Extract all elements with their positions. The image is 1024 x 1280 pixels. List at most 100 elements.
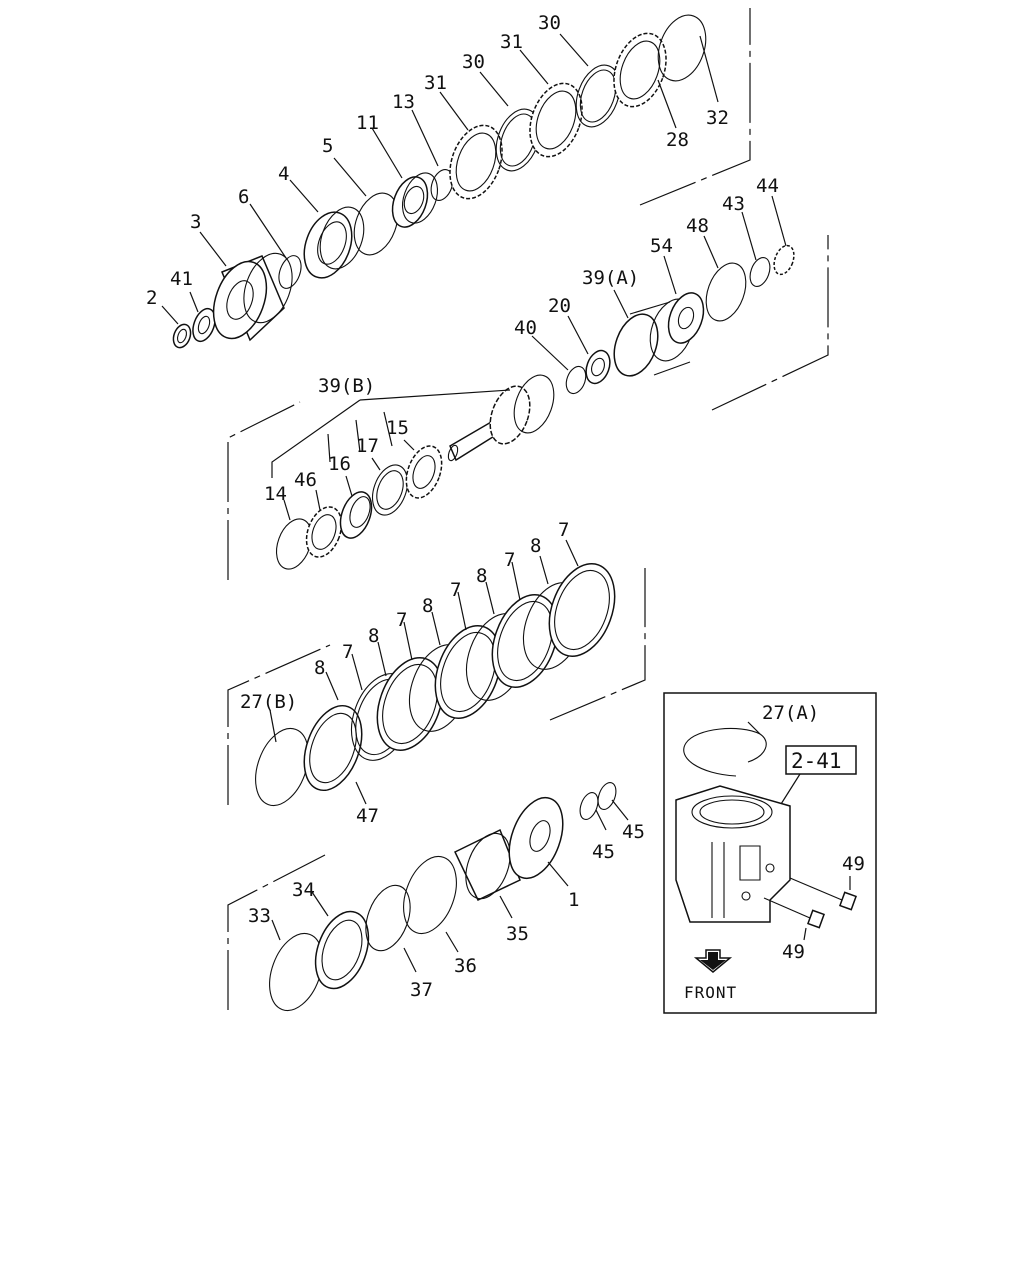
callout-27a: 27(A) [762, 702, 819, 724]
callout-14: 14 [264, 483, 287, 505]
callout-54: 54 [650, 235, 673, 257]
part-34-spring-plate [314, 910, 370, 990]
reference-box [785, 745, 857, 775]
callout-28: 28 [666, 129, 689, 151]
callout-49: 49 [842, 853, 865, 875]
callout-7: 7 [396, 609, 407, 631]
section-brackets [227, 8, 829, 1010]
callout-5: 5 [322, 135, 333, 157]
part-33-snap-ring [269, 932, 323, 1012]
part-20-bearing [585, 349, 611, 385]
reference-box-label: 2-41 [791, 749, 842, 773]
part-44-snap-ring [773, 244, 795, 276]
part-27a-snap-ring [683, 727, 767, 777]
callout-4: 4 [278, 163, 289, 185]
part-17-race [371, 464, 409, 516]
transmission-housing [675, 785, 791, 923]
callout-46: 46 [294, 469, 317, 491]
part-32-snap-ring [657, 14, 707, 82]
bolt-49-lower [763, 897, 825, 929]
callout-36: 36 [454, 955, 477, 977]
part-35-retainer [454, 828, 521, 901]
callout-44: 44 [756, 175, 779, 197]
row-1-parts [172, 14, 707, 349]
part-36-seal-ring [403, 855, 457, 935]
callout-2: 2 [146, 287, 157, 309]
part-6-o-ring [278, 255, 302, 289]
callout-labels: 30 31 30 31 13 11 5 4 6 3 41 2 32 28 44 … [146, 12, 779, 1001]
callout-35: 35 [506, 923, 529, 945]
callout-7: 7 [558, 519, 569, 541]
row-3-clutch-pack [255, 562, 616, 807]
part-13-ring [430, 169, 454, 201]
callout-37: 37 [410, 979, 433, 1001]
callout-8: 8 [368, 625, 379, 647]
part-15-gear [405, 445, 443, 499]
part-31-friction-disc-a [449, 124, 503, 200]
callout-7: 7 [342, 641, 353, 663]
callout-32: 32 [706, 107, 729, 129]
callout-43: 43 [722, 193, 745, 215]
part-47-plate [303, 704, 363, 792]
callout-8: 8 [314, 657, 325, 679]
callout-30: 30 [538, 12, 561, 34]
callout-49: 49 [782, 941, 805, 963]
callout-8: 8 [530, 535, 541, 557]
callout-3: 3 [190, 211, 201, 233]
callout-8: 8 [422, 595, 433, 617]
callout-48: 48 [686, 215, 709, 237]
callout-30: 30 [462, 51, 485, 73]
part-1-piston [508, 796, 564, 880]
callout-39a: 39(A) [582, 267, 639, 289]
callout-45: 45 [622, 821, 645, 843]
part-30-steel-plate-b [575, 64, 621, 128]
callout-45: 45 [592, 841, 615, 863]
row-2-parts [275, 244, 795, 570]
part-46-friction-disc [305, 506, 343, 558]
callout-15: 15 [386, 417, 409, 439]
callout-6: 6 [238, 186, 249, 208]
part-11-hub [391, 172, 439, 228]
callout-34: 34 [292, 879, 315, 901]
front-arrow-icon [693, 949, 733, 973]
part-27b-snap-ring [255, 727, 309, 807]
leader-lines [161, 33, 787, 973]
callout-33: 33 [248, 905, 271, 927]
bolt-49-upper [789, 877, 857, 911]
callout-41: 41 [170, 268, 193, 290]
callout-20: 20 [548, 295, 571, 317]
callout-1: 1 [568, 889, 579, 911]
callout-27b: 27(B) [240, 691, 297, 713]
part-2-washer [172, 323, 192, 349]
part-48-spring [705, 262, 747, 322]
part-40-washer [565, 365, 587, 395]
inset-panel: 27(A) 2-41 49 49 [663, 692, 877, 1014]
part-31-friction-disc-b [529, 82, 583, 158]
callout-40: 40 [514, 317, 537, 339]
callout-8: 8 [476, 565, 487, 587]
front-direction-label: FRONT [684, 983, 737, 1002]
part-43-seal [749, 257, 771, 287]
row-4-parts [269, 782, 617, 1012]
part-37-seal-ring [365, 884, 411, 952]
callout-17: 17 [356, 435, 379, 457]
part-28-friction-disc [613, 32, 667, 108]
callout-13: 13 [392, 91, 415, 113]
part-16-bearing [339, 491, 373, 539]
callout-39b: 39(B) [318, 375, 375, 397]
part-45-o-ring-a [579, 792, 599, 820]
part-5-snap-ring [353, 192, 399, 256]
part-45-o-ring-b [597, 782, 617, 810]
part-3-planet-carrier [212, 252, 293, 342]
callout-31: 31 [500, 31, 523, 53]
part-54-piston [667, 292, 705, 344]
callout-47: 47 [356, 805, 379, 827]
callout-31: 31 [424, 72, 447, 94]
callout-16: 16 [328, 453, 351, 475]
part-41-thrust-bearing [192, 307, 216, 343]
part-4-sun-gear [303, 206, 365, 279]
callout-11: 11 [356, 112, 379, 134]
callout-7: 7 [450, 579, 461, 601]
part-output-shaft [447, 374, 555, 462]
